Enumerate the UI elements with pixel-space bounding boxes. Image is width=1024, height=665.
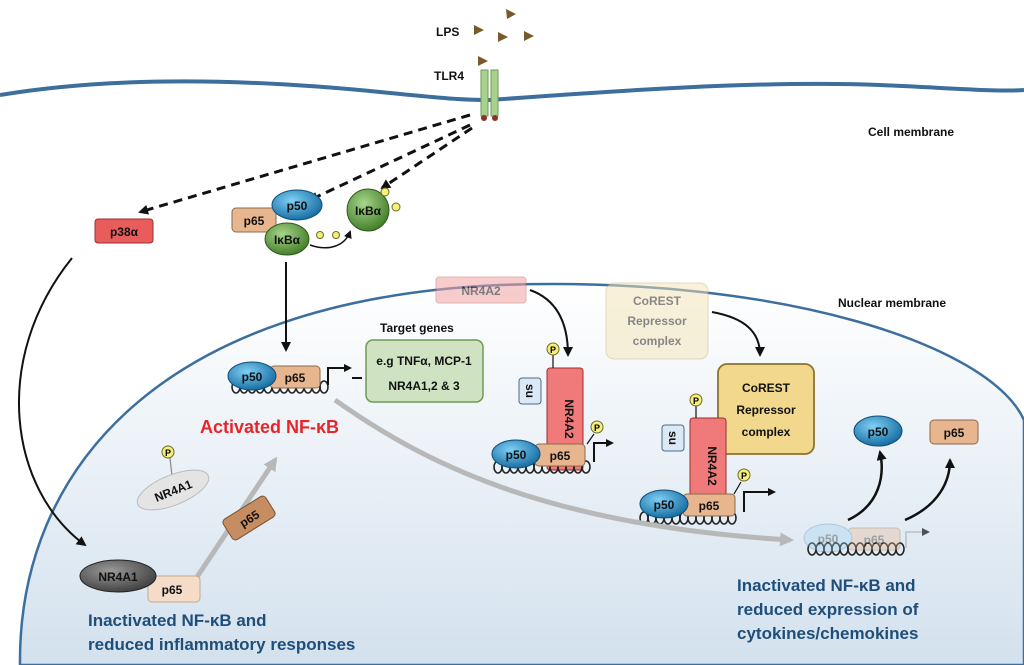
arrow-p50-release <box>847 450 887 522</box>
svg-text:Repressor: Repressor <box>627 314 687 328</box>
svg-text:P: P <box>550 345 556 355</box>
svg-text:e.g TNFα, MCP-1: e.g TNFα, MCP-1 <box>376 354 472 368</box>
svg-text:p65: p65 <box>244 214 265 228</box>
svg-text:IκBα: IκBα <box>355 204 382 218</box>
arrow-corest-recruit <box>711 311 765 357</box>
right-caption-line1: Inactivated NF-κB and <box>737 576 916 595</box>
dashed-arrow-to-ikb-complex <box>308 123 471 202</box>
nr4a2-faded: NR4A2 <box>435 276 527 304</box>
free-ikba: IκBα <box>346 187 401 232</box>
left-caption-line1: Inactivated NF-κB and <box>88 611 267 630</box>
gray-arrow-to-inactivation <box>333 397 794 547</box>
nr4a1-p65-complex: p65 NR4A1 <box>79 559 201 603</box>
svg-text:p65: p65 <box>285 371 306 385</box>
dashed-arrow-to-ikba <box>380 126 473 190</box>
dashed-arrow-to-p38a <box>138 113 471 215</box>
svg-text:P: P <box>594 423 600 433</box>
svg-text:p50: p50 <box>654 498 675 512</box>
svg-text:NR4A1,2 & 3: NR4A1,2 & 3 <box>388 379 460 393</box>
cell-membrane-line <box>0 79 1024 103</box>
arrow-nr4a2-recruit <box>529 289 573 357</box>
nuclear-membrane-label: Nuclear membrane <box>838 296 946 310</box>
svg-text:p50: p50 <box>818 532 839 546</box>
p38a-label: p38α <box>110 225 139 239</box>
released-p65: p65 <box>929 419 979 445</box>
svg-text:NR4A2: NR4A2 <box>461 284 501 298</box>
svg-text:p65: p65 <box>864 533 885 547</box>
svg-text:NR4A2: NR4A2 <box>562 399 576 439</box>
arrow-p38a-to-nr4a1 <box>18 257 87 547</box>
nr4a2-nfkb-complex-1: NR4A2 su P p65 p50 P <box>491 342 614 474</box>
right-caption-line3: cytokines/chemokines <box>737 624 918 643</box>
cell-membrane-label: Cell membrane <box>868 125 954 139</box>
arrow-ikba-release <box>309 230 352 249</box>
activated-nfkb-dna: p65 p50 <box>227 361 352 394</box>
p38a-kinase: p38α <box>94 218 154 244</box>
svg-text:Repressor: Repressor <box>736 403 796 417</box>
target-genes-title: Target genes <box>380 321 454 335</box>
svg-text:p65: p65 <box>944 426 965 440</box>
tlr4-receptor <box>480 69 499 121</box>
activated-nfkb-label: Activated NF-κB <box>200 417 339 437</box>
svg-text:complex: complex <box>742 425 791 439</box>
lps-label: LPS <box>436 25 459 39</box>
svg-text:CoREST: CoREST <box>742 381 791 395</box>
released-p50: p50 <box>853 415 903 447</box>
svg-text:p65: p65 <box>162 583 183 597</box>
nr4a1-faded: P NR4A1 <box>136 445 210 511</box>
free-p65: p65 <box>222 495 276 541</box>
svg-text:p50: p50 <box>287 199 308 213</box>
svg-text:su: su <box>523 384 537 398</box>
tlr4-label: TLR4 <box>434 69 464 83</box>
left-caption-line2: reduced inflammatory responses <box>88 635 355 654</box>
svg-text:p50: p50 <box>868 425 889 439</box>
svg-text:p65: p65 <box>699 499 720 513</box>
corest-repressor-complex: CoREST Repressor complex <box>717 363 815 455</box>
svg-text:P: P <box>693 396 699 406</box>
nfkb-ikba-complex: p65 p50 IκBα <box>231 189 323 256</box>
svg-text:P: P <box>741 471 747 481</box>
svg-text:IκBα: IκBα <box>274 233 301 247</box>
svg-text:CoREST: CoREST <box>633 294 682 308</box>
svg-text:P: P <box>165 448 171 458</box>
svg-text:p50: p50 <box>242 370 263 384</box>
target-genes-box: e.g TNFα, MCP-1 NR4A1,2 & 3 <box>365 339 484 403</box>
nr4a2-nfkb-complex-2: NR4A2 su P p65 p50 P <box>639 393 776 525</box>
svg-text:complex: complex <box>633 334 682 348</box>
svg-text:p50: p50 <box>506 448 527 462</box>
arrow-p65-release <box>904 458 955 522</box>
right-caption-line2: reduced expression of <box>737 600 919 619</box>
svg-text:NR4A2: NR4A2 <box>705 446 719 486</box>
svg-text:p65: p65 <box>550 449 571 463</box>
corest-faded: CoREST Repressor complex <box>605 282 709 360</box>
inactive-nfkb-dna: p65 p50 <box>803 523 930 556</box>
lps-molecules <box>474 9 534 66</box>
svg-text:NR4A1: NR4A1 <box>98 570 138 584</box>
svg-text:su: su <box>666 431 680 445</box>
